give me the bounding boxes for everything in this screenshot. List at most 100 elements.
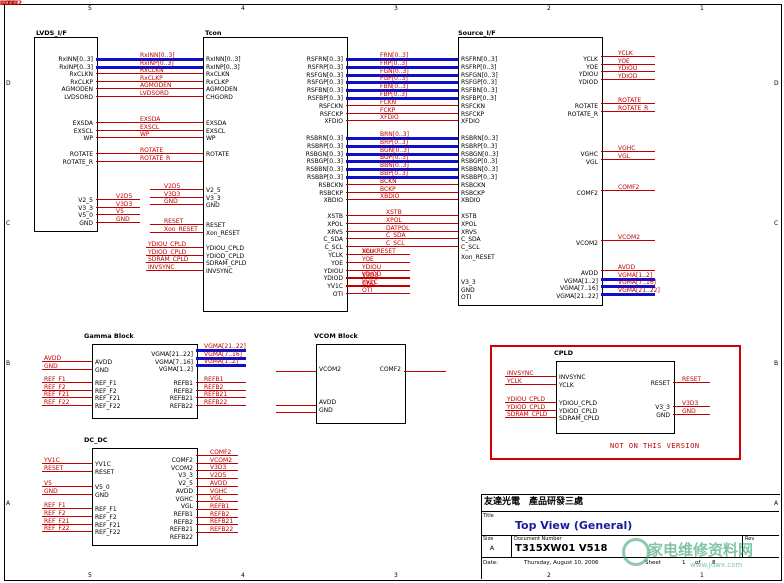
net-label: V3D3 <box>116 200 133 208</box>
pin-label: EXSCL <box>73 127 93 135</box>
net-label: REF_F2 <box>44 383 66 391</box>
net-wire <box>42 523 92 525</box>
block-title-dcdc: DC_DC <box>84 436 108 444</box>
net-wire <box>196 524 238 526</box>
pin-label: VCOM2 <box>170 464 193 472</box>
pin-label: YOE <box>331 259 343 267</box>
net-wire <box>346 160 458 164</box>
pin-label: REF_F22 <box>95 529 121 537</box>
block-gamma[interactable] <box>92 344 198 419</box>
block-lvds[interactable] <box>34 37 98 232</box>
net-label: BGP[0..3] <box>380 154 409 162</box>
net-wire <box>42 397 92 398</box>
net-label: YV1C <box>362 279 378 287</box>
net-wire <box>276 412 316 413</box>
pin-label: SDRAM_CPLD <box>559 415 600 422</box>
sheet-title: Top View (General) <box>515 519 633 532</box>
pin-label: ROTATE_R <box>62 158 93 166</box>
net-label: VGMA[1..2] <box>618 271 653 279</box>
row-marker: D <box>774 80 779 87</box>
net-wire <box>673 382 710 383</box>
pin-label: ROTATE <box>69 151 93 158</box>
net-label: YOE <box>362 255 374 263</box>
net-label: INVSYNC <box>148 263 175 271</box>
block-vcom[interactable] <box>316 344 406 424</box>
net-label: YDIOD_CPLD <box>148 248 187 256</box>
block-cpld[interactable] <box>556 361 675 434</box>
block-source[interactable] <box>458 37 603 306</box>
net-wire <box>96 153 203 154</box>
size-value: A <box>490 545 495 552</box>
pin-label: REFB22 <box>169 402 193 410</box>
net-label: REFB2 <box>204 383 224 391</box>
pin-label: RSFBN[0..3] <box>461 87 498 95</box>
net-wire <box>505 417 556 418</box>
pin-label: COMF2 <box>171 457 193 464</box>
not-populated-note: NOT ON THIS VERSION <box>610 442 700 450</box>
pin-label: V3_3 <box>178 472 193 480</box>
pin-label: GND <box>206 202 220 210</box>
pin-label: C_SCL <box>461 244 480 252</box>
net-label: COMF2 <box>618 184 640 191</box>
pin-label: RxCLKN <box>206 71 230 79</box>
net-label: INVSYNC <box>507 370 534 377</box>
net-label: RxINN[0..3] <box>140 52 175 59</box>
net-wire <box>196 349 246 352</box>
pin-label: RxCLKP <box>70 78 93 86</box>
column-marker: 2 <box>547 5 551 12</box>
net-label: VGL <box>618 152 631 160</box>
net-wire <box>96 80 203 82</box>
block-dcdc[interactable] <box>92 448 198 546</box>
net-wire <box>346 73 458 77</box>
document-number: T315XW01 V518 <box>515 543 608 554</box>
pin-label: RSBBN[0..3] <box>306 166 343 174</box>
column-marker: 2 <box>547 572 551 579</box>
net-wire <box>346 65 458 69</box>
net-label: VGHC <box>210 487 228 495</box>
pin-label: XSTB <box>461 213 477 220</box>
net-label: Xon_RESET <box>362 248 396 255</box>
pin-label: V2_5 <box>178 480 193 488</box>
net-wire <box>346 176 458 179</box>
pin-label: REF_F21 <box>95 395 121 402</box>
net-label: SDRAM_CPLD <box>507 411 548 418</box>
pin-label: YDIOU <box>578 71 598 78</box>
pin-label: XBDIO <box>323 197 343 205</box>
net-label: VGMA[21..22] <box>618 286 660 294</box>
net-label: REF_F2 <box>44 509 66 517</box>
net-label: WP <box>140 131 150 139</box>
pin-label: RSFBN[0..3] <box>306 87 343 95</box>
net-label: V2D5 <box>116 193 133 200</box>
net-label: EXSCL <box>140 123 160 131</box>
pin-label: RSFGN[0..3] <box>306 71 343 79</box>
net-label: REFB22 <box>204 398 228 406</box>
pin-label: AVDD <box>175 487 193 495</box>
pin-label: AGMODEN <box>206 86 238 94</box>
net-label: FBP[0..3] <box>380 91 408 98</box>
row-marker: A <box>6 500 11 507</box>
pin-label: RxINN[0..3] <box>58 56 93 63</box>
net-wire <box>601 151 655 152</box>
pin-label: OTI <box>332 291 343 298</box>
net-wire <box>96 199 140 200</box>
net-label: VGMA[1..2] <box>204 358 239 365</box>
net-wire <box>196 516 238 518</box>
column-marker: 3 <box>394 572 398 579</box>
net-wire <box>42 382 92 383</box>
net-label: AVDD <box>210 479 228 487</box>
net-label: BRP[0..3] <box>380 138 409 146</box>
net-label: VGL <box>210 495 223 503</box>
net-wire <box>96 129 203 131</box>
net-wire <box>601 277 655 281</box>
net-wire <box>196 478 238 480</box>
net-label: SDRAM_CPLD <box>148 256 189 264</box>
pin-label: COMF2 <box>576 190 598 197</box>
net-label: AVDD <box>618 264 636 271</box>
net-label: BBP[0..3] <box>380 170 408 177</box>
pin-label: YDIOD <box>323 275 343 283</box>
net-wire <box>601 78 655 80</box>
net-wire <box>96 214 140 216</box>
net-wire <box>346 104 458 106</box>
block-tcon[interactable] <box>203 37 348 312</box>
net-wire <box>673 413 710 415</box>
